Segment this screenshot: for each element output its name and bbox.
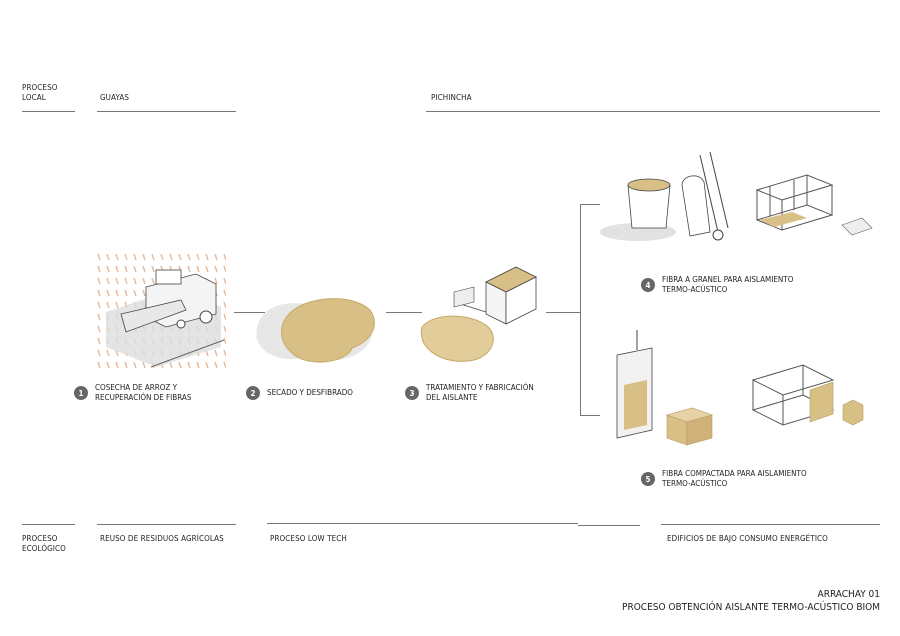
harvester-illustration xyxy=(96,252,226,370)
divider xyxy=(661,524,880,525)
connector xyxy=(580,415,600,416)
connector xyxy=(386,312,422,313)
guayas-label: GUAYAS xyxy=(100,93,130,102)
step-5: 5 FIBRA COMPACTADA PARA AISLAMIENTO TERM… xyxy=(641,469,807,489)
step-number-badge: 2 xyxy=(246,386,260,400)
proceso-ecologico-label: PROCESO ECOLÓGICO xyxy=(22,534,66,553)
step-number-badge: 3 xyxy=(405,386,419,400)
connector xyxy=(234,312,265,313)
low-tech-label: PROCESO LOW TECH xyxy=(270,534,347,543)
step-label: FIBRA COMPACTADA PARA AISLAMIENTO TERMO-… xyxy=(662,469,807,488)
proceso-local-label: PROCESO LOCAL xyxy=(22,83,58,102)
step-number-badge: 1 xyxy=(74,386,88,400)
baler-illustration xyxy=(616,330,713,446)
building-bulk-illustration xyxy=(755,174,873,236)
divider xyxy=(426,111,880,112)
step-4: 4 FIBRA A GRANEL PARA AISLAMIENTO TERMO-… xyxy=(641,275,793,295)
step-number-badge: 5 xyxy=(641,472,655,486)
step-2: 2 SECADO Y DESFIBRADO xyxy=(246,386,353,400)
divider xyxy=(22,524,75,525)
reuso-label: REUSO DE RESIDUOS AGRÍCOLAS xyxy=(100,534,224,543)
divider xyxy=(578,525,640,526)
building-compact-illustration xyxy=(751,364,864,426)
bulk-fiber-illustration xyxy=(600,151,729,241)
dried-fiber-illustration xyxy=(256,298,375,363)
branch-connector xyxy=(580,204,581,415)
step-3: 3 TRATAMIENTO Y FABRICACIÓN DEL AISLANTE xyxy=(405,383,534,403)
divider xyxy=(97,524,236,525)
divider xyxy=(267,523,578,524)
step-label: COSECHA DE ARROZ Y RECUPERACIÓN DE FIBRA… xyxy=(95,383,192,402)
step-label: FIBRA A GRANEL PARA AISLAMIENTO TERMO-AC… xyxy=(662,275,794,294)
connector xyxy=(580,204,600,205)
connector xyxy=(546,312,580,313)
pichincha-label: PICHINCHA xyxy=(431,93,472,102)
step-label: SECADO Y DESFIBRADO xyxy=(267,388,353,397)
divider xyxy=(97,111,236,112)
project-name: ARRACHAY 01 xyxy=(817,589,880,600)
sheet-title: PROCESO OBTENCIÓN AISLANTE TERMO-ACÚSTIC… xyxy=(622,602,880,613)
step-label: TRATAMIENTO Y FABRICACIÓN DEL AISLANTE xyxy=(426,383,534,402)
treatment-illustration xyxy=(420,266,537,362)
step-1: 1 COSECHA DE ARROZ Y RECUPERACIÓN DE FIB… xyxy=(74,383,191,403)
step-number-badge: 4 xyxy=(641,278,655,292)
divider xyxy=(22,111,75,112)
edificios-label: EDIFICIOS DE BAJO CONSUMO ENERGÉTICO xyxy=(667,534,828,543)
